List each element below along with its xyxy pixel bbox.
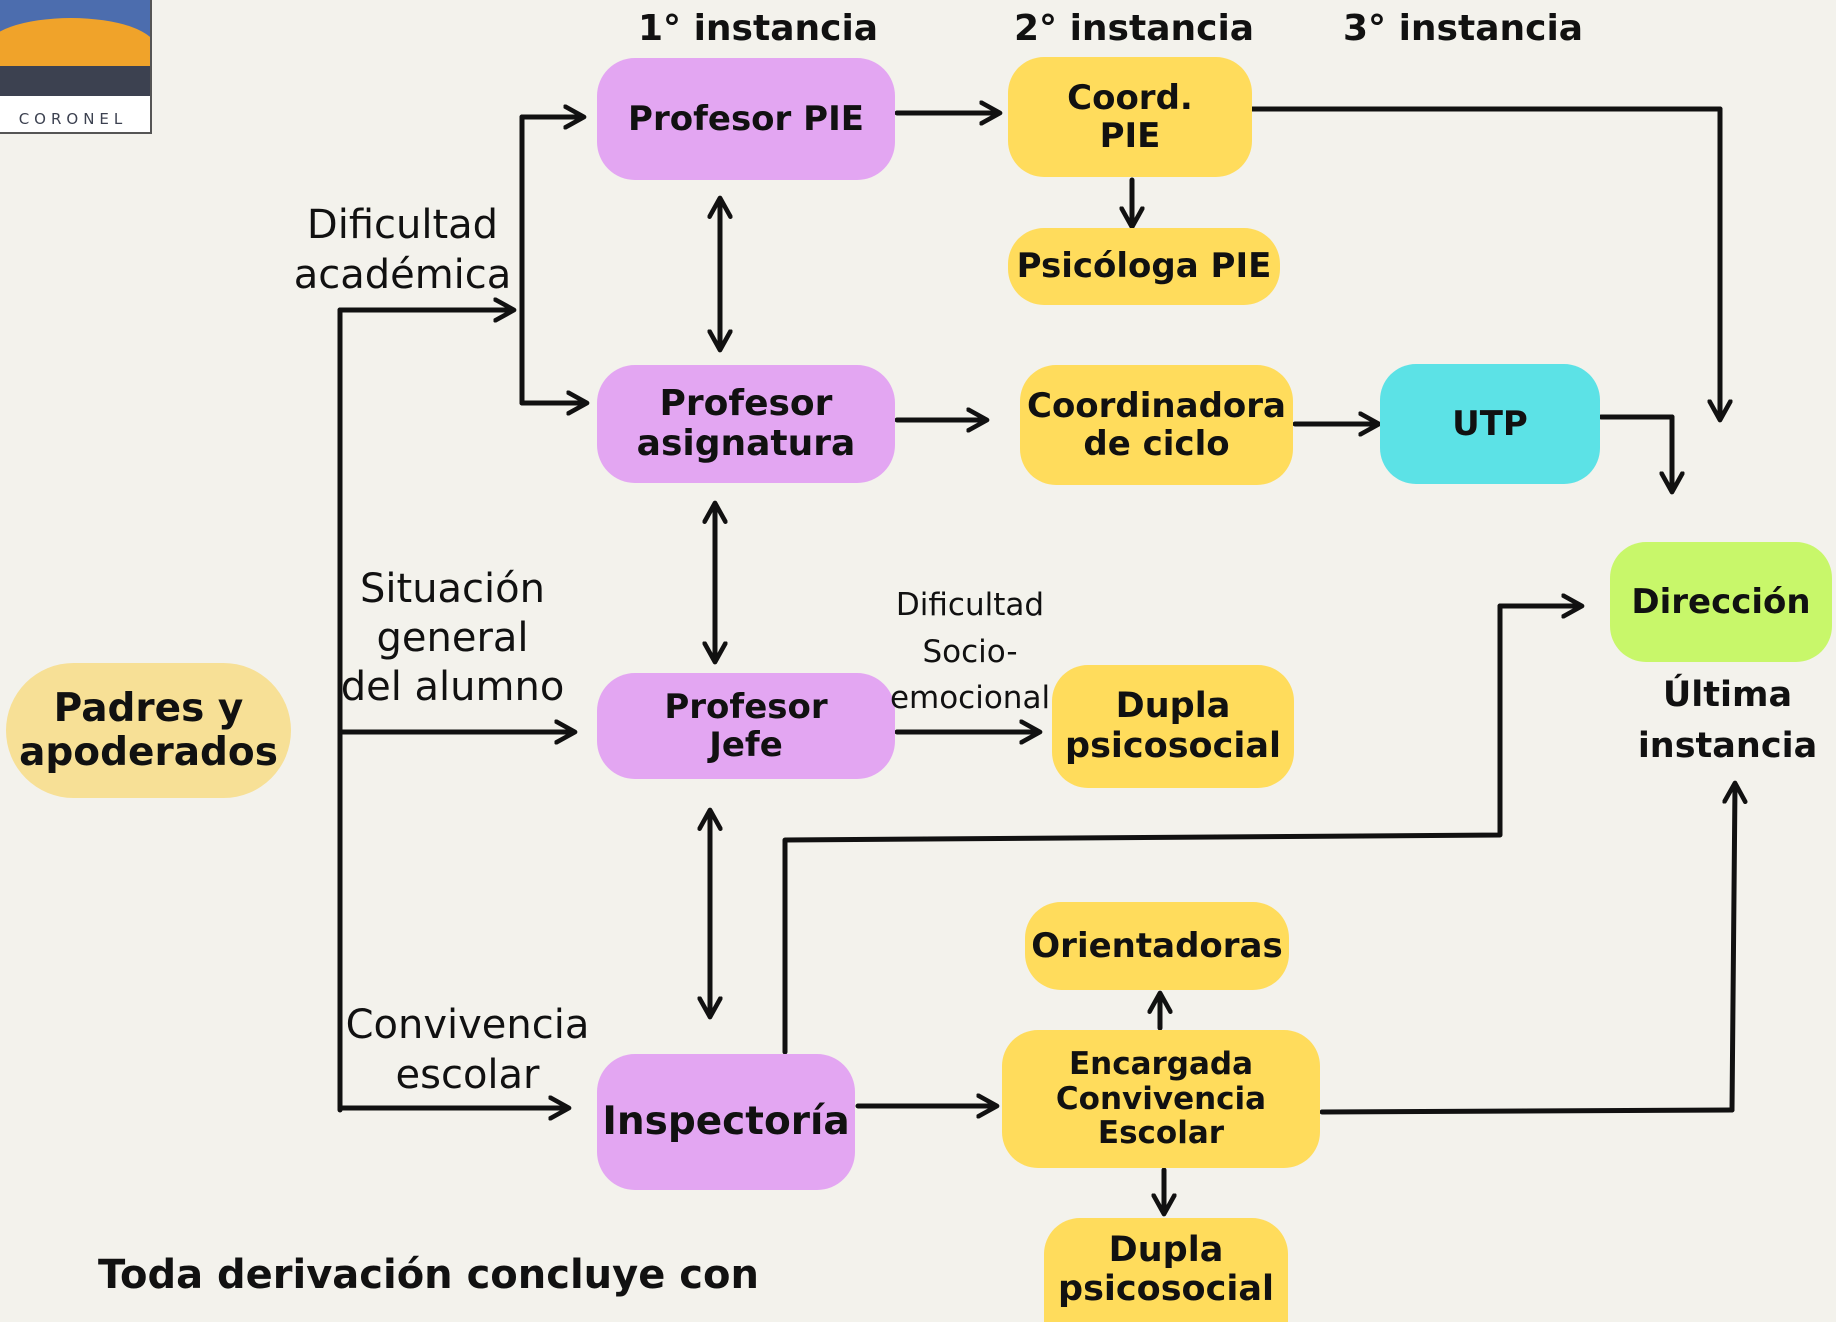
node-coordinadora-ciclo: Coordinadora de ciclo xyxy=(1020,365,1293,485)
school-logo: CORONEL xyxy=(0,0,152,134)
node-profesor-asignatura: Profesor asignatura xyxy=(597,365,895,483)
line-inspectoria-up xyxy=(782,603,1503,1055)
node-psicologa-pie: Psicóloga PIE xyxy=(1008,228,1280,305)
node-profesor-jefe: Profesor Jefe xyxy=(597,673,895,779)
node-utp: UTP xyxy=(1380,364,1600,484)
node-coord-pie: Coord. PIE xyxy=(1008,57,1252,177)
header-second-instance: 2° instancia xyxy=(1014,8,1255,49)
node-orientadoras: Orientadoras xyxy=(1025,902,1289,990)
line-encargada-right xyxy=(1319,1107,1735,1115)
header-first-instance: 1° instancia xyxy=(638,8,879,49)
logo-text: CORONEL xyxy=(18,110,128,128)
node-dupla-psicosocial-1: Dupla psicosocial xyxy=(1052,665,1294,788)
label-situacion-general: Situación general del alumno xyxy=(340,566,565,711)
node-profesor-pie: Profesor PIE xyxy=(597,58,895,180)
label-dificultad-academica: Dificultad académica xyxy=(293,202,512,298)
node-inspectoria: Inspectoría xyxy=(597,1054,855,1190)
logo-ground xyxy=(0,66,150,96)
footer-note: Toda derivación concluye con xyxy=(98,1252,759,1298)
header-third-instance: 3° instancia xyxy=(1343,8,1584,49)
node-padres: Padres y apoderados xyxy=(6,663,291,798)
arrow-up-to-ultima xyxy=(1732,785,1735,1113)
label-dificultad-socioemocional: Dificultad Socio- emocional xyxy=(889,587,1051,716)
node-dupla-psicosocial-2: Dupla psicosocial xyxy=(1044,1218,1288,1322)
node-direccion: Dirección xyxy=(1610,542,1832,662)
node-encargada-convivencia: Encargada Convivencia Escolar xyxy=(1002,1030,1320,1168)
label-convivencia-escolar: Convivencia escolar xyxy=(345,1002,590,1098)
label-ultima-instancia: Última instancia xyxy=(1637,675,1818,766)
